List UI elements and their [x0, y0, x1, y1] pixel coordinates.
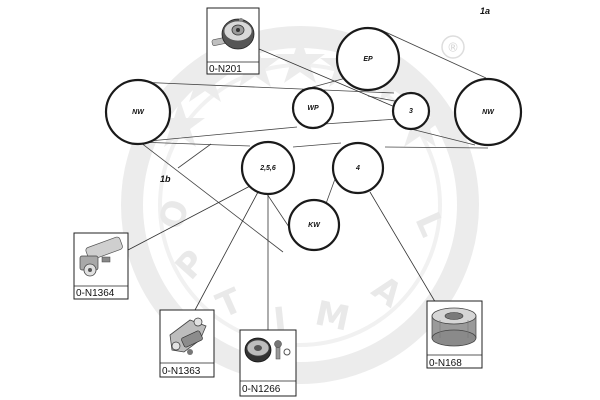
part-code-n168: 0-N168: [429, 358, 462, 369]
pulley-label-wp: WP: [307, 105, 319, 112]
part-leader-lines: [127, 39, 438, 330]
belt-ref-1a: 1a: [480, 6, 490, 16]
pulley-label-3: 3: [409, 108, 413, 115]
watermark-letter-l: L: [407, 206, 452, 242]
watermark-letter-m: M: [312, 293, 353, 339]
pulley-label-kw: KW: [308, 222, 321, 229]
watermark-letter-o: O: [151, 195, 198, 235]
part-box-n1363[interactable]: 0-N1363: [159, 309, 215, 378]
pulley-label-ep: EP: [363, 56, 373, 63]
part-code-n201: 0-N201: [209, 64, 242, 75]
part-box-n1364[interactable]: 0-N1364: [73, 232, 129, 300]
pulley-nw-right: NW: [453, 77, 523, 147]
pulley-wp: WP: [291, 86, 335, 130]
pulley-ep: EP: [335, 26, 401, 92]
registered-mark: ®: [447, 41, 459, 55]
part-code-n1363: 0-N1363: [162, 366, 201, 377]
pulley-label-nw-right: NW: [482, 109, 495, 116]
pulley-3: 3: [391, 91, 431, 131]
pulley-4: 4: [331, 141, 385, 195]
part-box-n201[interactable]: 0-N201: [206, 7, 260, 75]
idler-pulley-kit-icon: [244, 337, 291, 363]
pulley-label-4: 4: [355, 165, 360, 172]
registered-mark-icon: [441, 35, 465, 59]
watermark-letter-a: A: [364, 268, 409, 316]
part-code-n1364: 0-N1364: [76, 288, 115, 299]
part-box-n1266[interactable]: 0-N1266: [239, 329, 297, 397]
belt-1a: [136, 29, 487, 146]
pulley-label-2-5-6: 2,5,6: [259, 165, 276, 172]
tensioner-bracket-icon: [169, 317, 207, 355]
part-code-n1266: 0-N1266: [242, 384, 281, 395]
pulley-nw-left: NW: [104, 78, 172, 146]
watermark-letter-p: P: [168, 242, 214, 287]
pulley-label-nw-left: NW: [132, 109, 145, 116]
belt-ref-1b: 1b: [160, 174, 171, 184]
part-box-n168[interactable]: 0-N168: [426, 300, 483, 369]
pulley-2-5-6: 2,5,6: [240, 140, 296, 196]
belt-tensioner-icon: [79, 236, 123, 277]
tensioner-pulley-icon: [211, 18, 255, 50]
idler-roller-icon: [431, 307, 477, 347]
pulley-kw: KW: [287, 198, 341, 252]
